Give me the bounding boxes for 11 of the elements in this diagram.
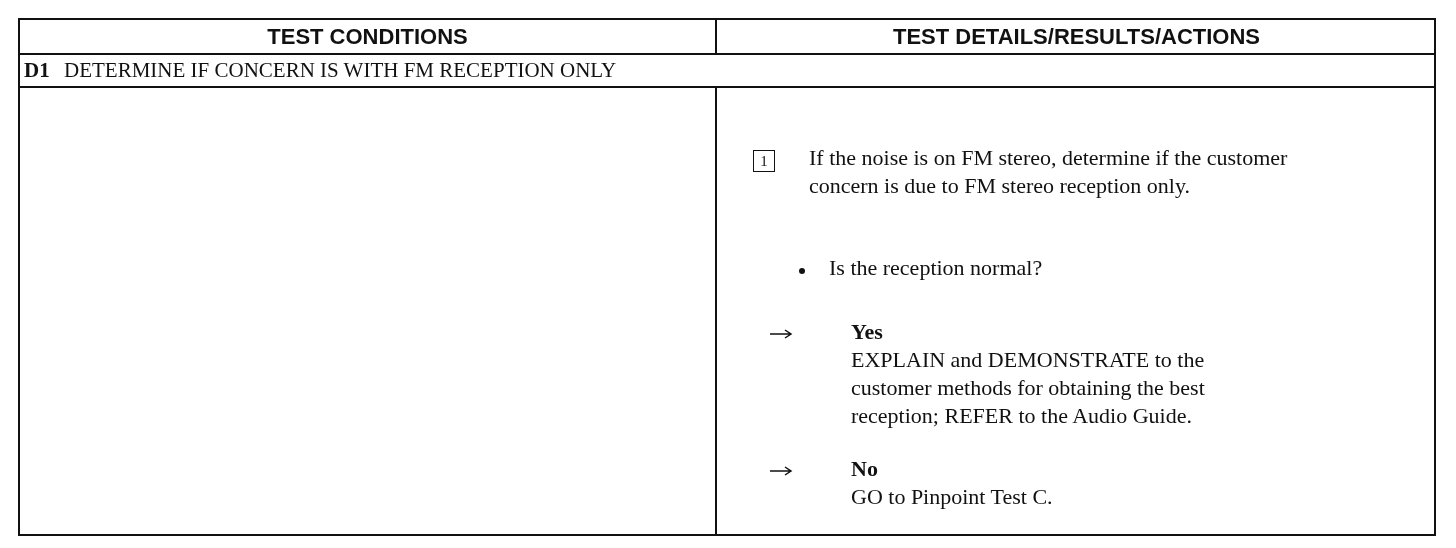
instruction-text: If the noise is on FM stereo, determine if the customer concern is due to FM stereo reception only.: [809, 144, 1289, 200]
step-code: D1: [24, 58, 51, 83]
column-header: TEST CONDITIONS: [267, 23, 468, 50]
section-title: DETERMINE IF CONCERN IS WITH FM RECEPTION ONLY: [64, 58, 617, 83]
answer-option: No: [851, 455, 951, 483]
question-text: Is the reception normal?: [829, 254, 1044, 282]
action-text: EXPLAIN and DEMONSTRATE to the customer methods for obtaining the best reception; REFER to the Audio Guide.: [851, 346, 1206, 430]
answer-option: Yes: [851, 318, 951, 346]
step-number: 1: [753, 150, 775, 172]
action-text: GO to Pinpoint Test C.: [851, 483, 1054, 511]
column-header: TEST DETAILS/RESULTS/ACTIONS: [892, 23, 1261, 50]
